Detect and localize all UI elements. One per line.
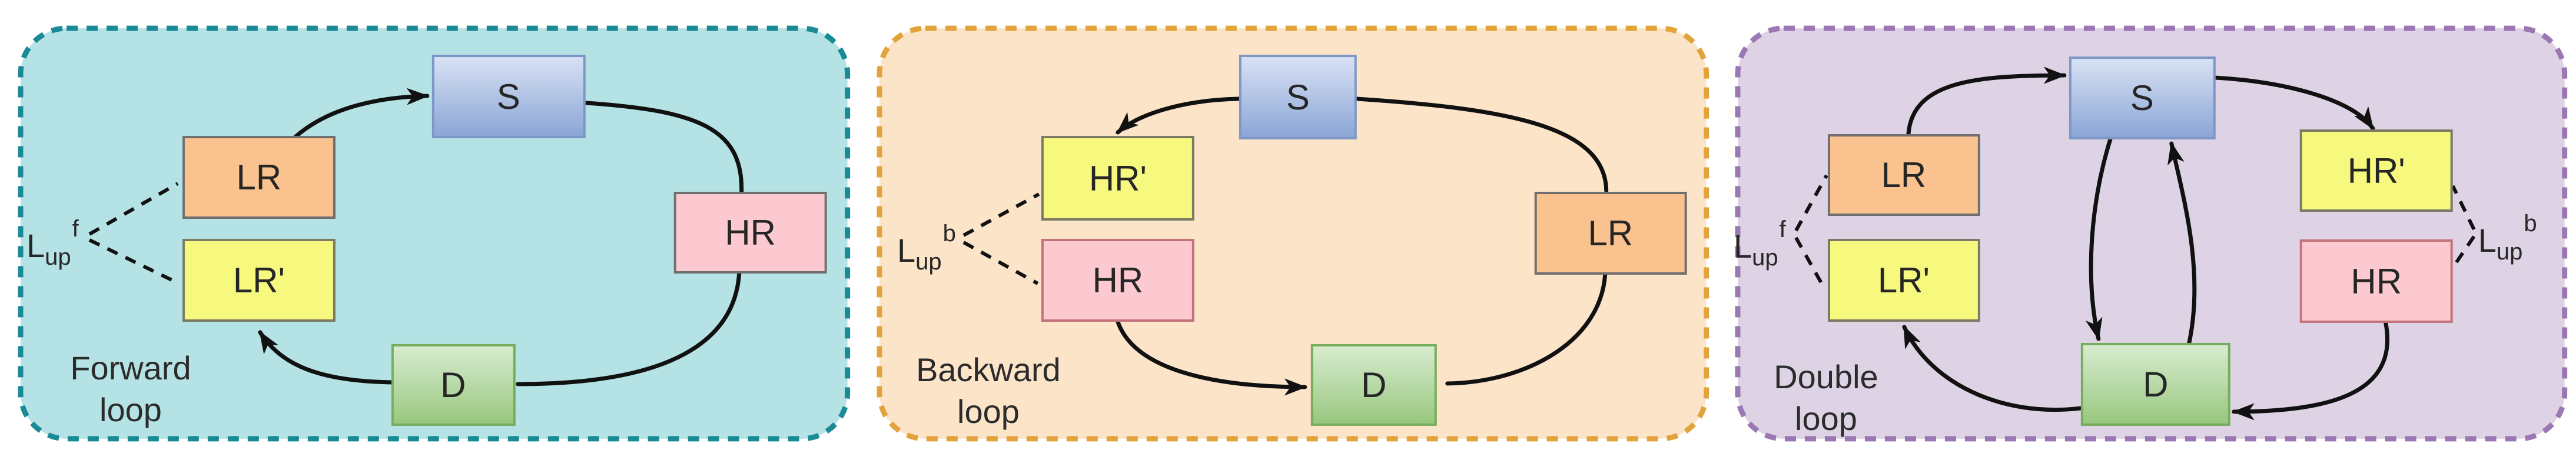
loss-sub: up — [45, 244, 71, 270]
node-lr-prime-label: LR' — [233, 261, 285, 300]
loss-link-lr-prime — [88, 238, 175, 283]
arrow-d-to-lr-prime — [258, 330, 394, 385]
loss-base: L — [1734, 228, 1752, 265]
panel-forward-loop: S LR LR' HR D Lupf Forward loop — [18, 25, 851, 442]
backward-loop-panel-background — [877, 25, 1709, 442]
node-hr-prime-label: HR' — [1089, 159, 1147, 198]
node-lr-prime: LR' — [182, 238, 336, 322]
node-s-box — [431, 55, 586, 139]
node-hr-prime: HR' — [1041, 136, 1194, 221]
arrow-lr-to-d — [1445, 272, 1607, 386]
loss-link-hr-prime — [962, 192, 1040, 237]
node-s: S — [1239, 55, 1357, 140]
node-lr-prime-box — [1828, 238, 1981, 322]
node-s: S — [2069, 56, 2216, 140]
loss-sup: b — [942, 221, 955, 246]
node-d-box — [2081, 342, 2231, 426]
node-lr-label: LR — [237, 158, 282, 197]
loss-sub: up — [915, 249, 941, 275]
arrow-d-to-lr-prime — [1902, 325, 2083, 412]
node-hr-box — [673, 192, 827, 274]
node-lr-prime-label: LR' — [1878, 261, 1930, 300]
loss-label-forward: Lupf — [1734, 216, 1787, 271]
loss-link-hr-prime — [2451, 185, 2476, 231]
loss-base: L — [2478, 222, 2497, 259]
node-d-label: D — [440, 365, 466, 405]
loss-link-lr-prime — [1794, 236, 1826, 289]
loss-sup: f — [1780, 216, 1787, 242]
arrow-hr-to-d — [516, 271, 742, 386]
node-d: D — [391, 344, 516, 426]
node-hr-box — [2300, 239, 2454, 323]
node-d-box — [1310, 344, 1437, 426]
node-d-label: D — [2143, 365, 2168, 404]
node-hr-label: HR — [1092, 261, 1143, 300]
panel-double-loop: LR LR' S HR' HR D Lupf Lupb Double — [1734, 25, 2568, 442]
arrow-s-to-hr-prime — [1116, 96, 1241, 135]
panel-caption-line1: Forward — [70, 349, 191, 386]
arrow-s-to-hr — [585, 101, 744, 194]
node-s-label: S — [497, 77, 520, 116]
arrow-s-to-lr — [1354, 96, 1608, 193]
loss-link-hr — [2452, 235, 2476, 267]
arrow-s-to-hr-prime — [2213, 75, 2375, 131]
node-d: D — [1310, 344, 1437, 426]
node-hr-prime-box — [2300, 129, 2454, 212]
loss-base: L — [897, 232, 915, 269]
loss-link-lr — [88, 182, 179, 236]
node-s-label: S — [2130, 78, 2154, 118]
node-hr: HR — [2300, 239, 2454, 323]
node-lr-label: LR — [1881, 155, 1927, 195]
node-lr-prime-box — [182, 238, 336, 322]
forward-loop-panel-background — [18, 25, 851, 442]
node-hr-box — [1041, 238, 1194, 322]
node-lr-prime: LR' — [1828, 238, 1981, 322]
loss-sub: up — [2497, 239, 2522, 265]
node-s: S — [431, 55, 586, 139]
loss-label-backward: Lupb — [897, 221, 956, 275]
panel-caption-line2: loop — [99, 391, 162, 428]
node-lr-box — [1828, 134, 1981, 216]
loss-label-backward: Lupb — [2478, 211, 2537, 265]
panel-caption-line1: Backward — [916, 351, 1061, 388]
arrow-s-to-d — [2086, 137, 2113, 341]
loss-sup: b — [2524, 211, 2537, 236]
node-s-box — [1239, 55, 1357, 140]
loss-label-forward: Lupf — [26, 216, 79, 270]
panel-caption-line2: loop — [957, 393, 1020, 430]
loss-sub: up — [1752, 245, 1778, 271]
loss-sup: f — [72, 216, 79, 242]
loss-link-lr — [1794, 174, 1828, 232]
node-hr-label: HR — [725, 213, 776, 252]
node-lr: LR — [1534, 192, 1687, 275]
node-s-box — [2069, 56, 2216, 140]
arrow-hr-to-d — [1116, 319, 1307, 396]
panel-caption-line1: Double — [1774, 358, 1878, 395]
arrow-hr-to-d — [2232, 321, 2390, 421]
node-lr: LR — [1828, 134, 1981, 216]
loss-link-hr — [962, 241, 1039, 285]
node-s-label: S — [1286, 78, 1309, 117]
node-d: D — [2081, 342, 2231, 426]
node-lr: LR — [182, 136, 336, 219]
node-lr-box — [1534, 192, 1687, 275]
node-d-box — [391, 344, 516, 426]
node-d-label: D — [1361, 365, 1386, 405]
panel-backward-loop: S HR' HR LR D Lupb Backward loop — [877, 25, 1709, 442]
arrow-lr-to-s — [1906, 66, 2067, 136]
node-hr-prime-box — [1041, 136, 1194, 221]
arrow-d-to-s — [2167, 141, 2197, 345]
node-hr-prime: HR' — [2300, 129, 2454, 212]
node-lr-box — [182, 136, 336, 219]
node-hr-prime-label: HR' — [2348, 151, 2405, 191]
node-hr: HR — [673, 192, 827, 274]
loss-base: L — [26, 227, 45, 264]
panel-caption-line2: loop — [1795, 400, 1857, 437]
node-hr: HR — [1041, 238, 1194, 322]
node-lr-label: LR — [1588, 214, 1633, 253]
node-hr-label: HR — [2351, 262, 2402, 301]
